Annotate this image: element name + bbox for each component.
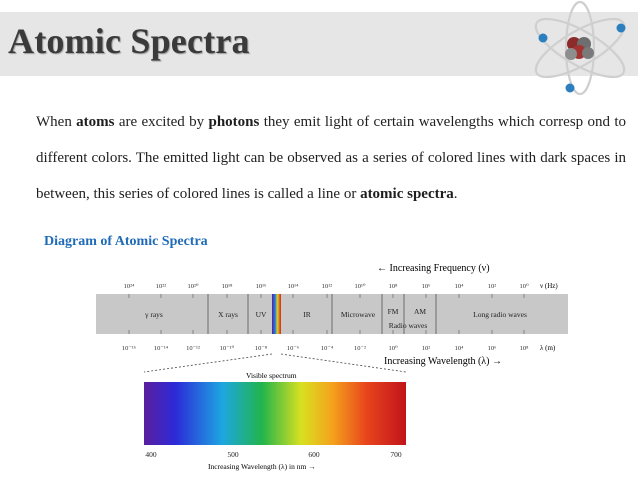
freq-tick: 10⁶ [422, 283, 431, 290]
para-bold-photons: photons [208, 114, 260, 130]
wl-tick: 10⁻¹⁰ [220, 345, 235, 352]
para-text-2: are excited by [114, 114, 209, 130]
para-text-4: . [453, 186, 458, 202]
wl-tick: 10⁻⁸ [255, 345, 268, 352]
wl-tick: 10² [422, 345, 431, 352]
slide-title: Atomic Spectra [8, 21, 250, 61]
para-bold-atomic-spectra: atomic spectra [360, 186, 454, 202]
freq-tick: 10¹⁰ [354, 283, 365, 290]
em-spectrum-diagram: ← Increasing Frequency (ν) 10²⁴ 10²² 10²… [96, 263, 568, 471]
visible-tick: 400 [145, 450, 157, 459]
region-microwave: Microwave [341, 310, 376, 319]
freq-tick: 10² [488, 283, 497, 290]
wavelength-unit: λ (m) [540, 344, 556, 352]
description-paragraph: When atoms are excited by photons they e… [36, 104, 626, 212]
frequency-unit: ν (Hz) [540, 282, 558, 290]
freq-tick: 10⁰ [519, 283, 529, 290]
wavelength-axis-label: Increasing Wavelength (λ) → [384, 356, 502, 367]
diagram-subtitle: Diagram of Atomic Spectra [44, 234, 208, 249]
frequency-axis-label: ← Increasing Frequency (ν) [377, 263, 490, 274]
freq-tick: 10¹⁴ [288, 283, 299, 290]
wl-tick: 10⁻¹⁶ [122, 345, 136, 352]
wl-tick: 10⁻⁶ [287, 345, 299, 352]
visible-axis-label: Increasing Wavelength (λ) in nm → [208, 462, 316, 471]
freq-tick: 10²⁴ [124, 283, 135, 290]
wl-tick: 10⁶ [488, 345, 497, 352]
region-uv: UV [256, 310, 267, 319]
wl-tick: 10⁻² [354, 345, 366, 352]
freq-tick: 10¹² [322, 283, 332, 290]
region-radio-waves: Radio waves [389, 321, 428, 330]
region-ir: IR [303, 310, 311, 319]
wl-tick: 10⁻¹⁴ [154, 345, 169, 352]
visible-tick: 500 [227, 450, 239, 459]
wl-tick: 10⁻⁴ [321, 345, 334, 352]
visible-spectrum-gradient [144, 382, 406, 445]
wl-tick: 10⁻¹² [186, 345, 200, 352]
freq-tick: 10⁴ [455, 283, 465, 290]
title-band [0, 12, 638, 76]
para-text-1: When [36, 114, 77, 130]
wl-tick: 10⁴ [455, 345, 465, 352]
wl-tick: 10⁰ [388, 345, 398, 352]
freq-tick: 10²⁰ [187, 283, 198, 290]
freq-tick: 10¹⁶ [256, 283, 267, 290]
region-fm: FM [388, 307, 399, 316]
freq-tick: 10¹⁸ [222, 283, 233, 290]
visible-tick: 600 [308, 450, 320, 459]
visible-tick: 700 [390, 450, 402, 459]
region-am: AM [414, 307, 426, 316]
region-long-radio: Long radio waves [473, 310, 527, 319]
freq-tick: 10²² [156, 283, 166, 290]
region-gamma: γ rays [144, 310, 163, 319]
wl-tick: 10⁸ [520, 345, 530, 352]
visible-band [272, 294, 281, 334]
visible-spectrum-label: Visible spectrum [246, 371, 297, 380]
freq-tick: 10⁸ [389, 283, 399, 290]
para-text-3: they emit light of certain wavelengths w… [36, 114, 627, 202]
para-bold-atoms: atoms [76, 114, 115, 130]
region-xray: X rays [218, 310, 238, 319]
atom-icon [534, 0, 626, 95]
